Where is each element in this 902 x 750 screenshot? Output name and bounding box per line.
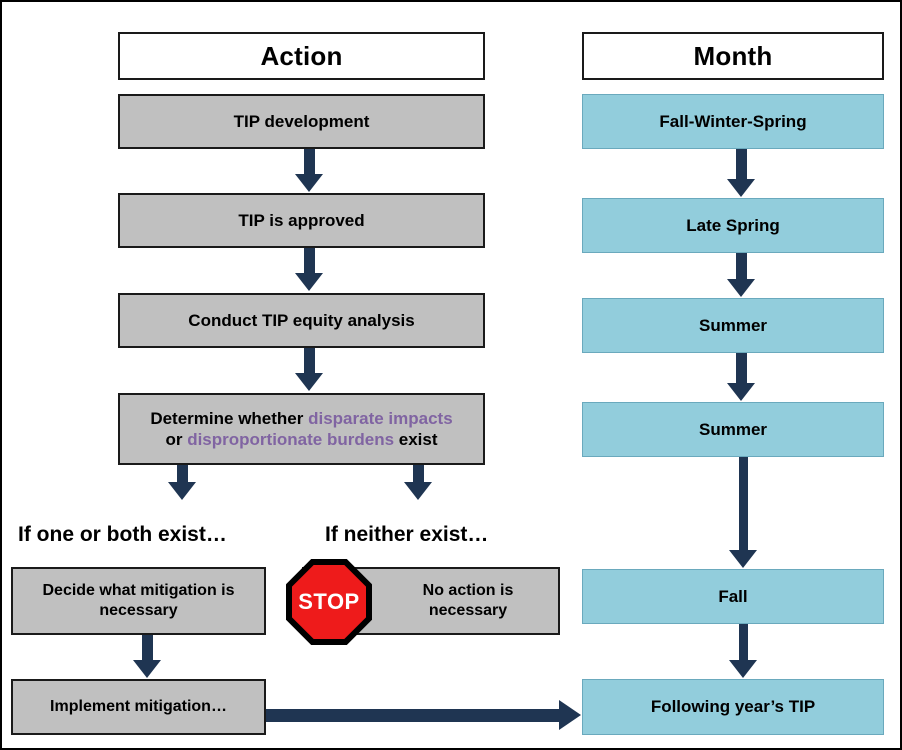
arrow-branch-right bbox=[404, 465, 432, 500]
stop-sign-label: STOP bbox=[298, 589, 360, 614]
right-branch-label: No action is necessary bbox=[422, 582, 514, 619]
determine-line-1: Determine whether disparate impacts bbox=[150, 408, 452, 429]
branch-caption-right: If neither exist… bbox=[325, 523, 489, 546]
month-step-label: Fall-Winter-Spring bbox=[659, 111, 807, 131]
arrow-month-2-to-3 bbox=[727, 253, 755, 297]
arrow-development-to-approved bbox=[295, 149, 323, 192]
arrow-analysis-to-determine bbox=[295, 348, 323, 391]
determine-line-2: or disproportionate burdens exist bbox=[165, 429, 437, 450]
left-branch-implement-mitigation: Implement mitigation… bbox=[11, 679, 266, 735]
determine-line-2-suffix: exist bbox=[394, 430, 438, 449]
action-step-label: Conduct TIP equity analysis bbox=[188, 310, 415, 330]
branch-caption-left: If one or both exist… bbox=[18, 523, 227, 546]
month-step-late-spring: Late Spring bbox=[582, 198, 884, 253]
month-step-label: Late Spring bbox=[686, 215, 780, 235]
month-step-label: Following year’s TIP bbox=[650, 697, 816, 717]
arrow-month-4-to-5 bbox=[729, 457, 757, 568]
column-header-month-label: Month bbox=[693, 40, 773, 71]
action-step-determine-impacts: Determine whether disparate impacts or d… bbox=[118, 393, 485, 465]
determine-line-1-prefix: Determine whether bbox=[150, 408, 309, 428]
month-step-fall: Fall bbox=[582, 569, 884, 624]
month-step-label: Summer bbox=[698, 315, 768, 335]
left-branch-decide-mitigation: Decide what mitigation is necessary bbox=[11, 567, 266, 635]
arrow-month-5-to-6 bbox=[729, 624, 757, 678]
stop-octagon-fill bbox=[292, 565, 366, 639]
month-step-following-year-tip: Following year’s TIP bbox=[582, 679, 884, 735]
left-branch-label: Decide what mitigation is necessary bbox=[42, 582, 235, 619]
stop-sign-icon: STOP bbox=[286, 559, 372, 645]
determine-line-2-prefix: or bbox=[165, 430, 188, 449]
determine-disproportionate-burdens: disproportionate burdens bbox=[187, 430, 395, 449]
month-step-label: Summer bbox=[698, 419, 768, 439]
column-header-action-label: Action bbox=[260, 40, 343, 71]
column-header-month: Month bbox=[582, 32, 884, 80]
action-step-tip-development: TIP development bbox=[118, 94, 485, 149]
arrow-implement-to-following-year bbox=[266, 700, 581, 730]
column-header-action: Action bbox=[118, 32, 485, 80]
arrow-decide-to-implement bbox=[133, 635, 161, 678]
action-step-conduct-equity-analysis: Conduct TIP equity analysis bbox=[118, 293, 485, 348]
month-step-label: Fall bbox=[718, 586, 748, 606]
month-step-summer-1: Summer bbox=[582, 298, 884, 353]
action-step-label: TIP is approved bbox=[238, 210, 365, 230]
month-step-summer-2: Summer bbox=[582, 402, 884, 457]
arrow-approved-to-analysis bbox=[295, 248, 323, 291]
determine-disparate-impacts: disparate impacts bbox=[308, 408, 453, 428]
arrow-month-1-to-2 bbox=[727, 149, 755, 197]
arrow-branch-left bbox=[168, 465, 196, 500]
left-branch-label: Implement mitigation… bbox=[50, 698, 227, 715]
action-step-label: TIP development bbox=[233, 111, 370, 131]
month-step-fall-winter-spring: Fall-Winter-Spring bbox=[582, 94, 884, 149]
action-step-tip-approved: TIP is approved bbox=[118, 193, 485, 248]
arrow-month-3-to-4 bbox=[727, 353, 755, 401]
